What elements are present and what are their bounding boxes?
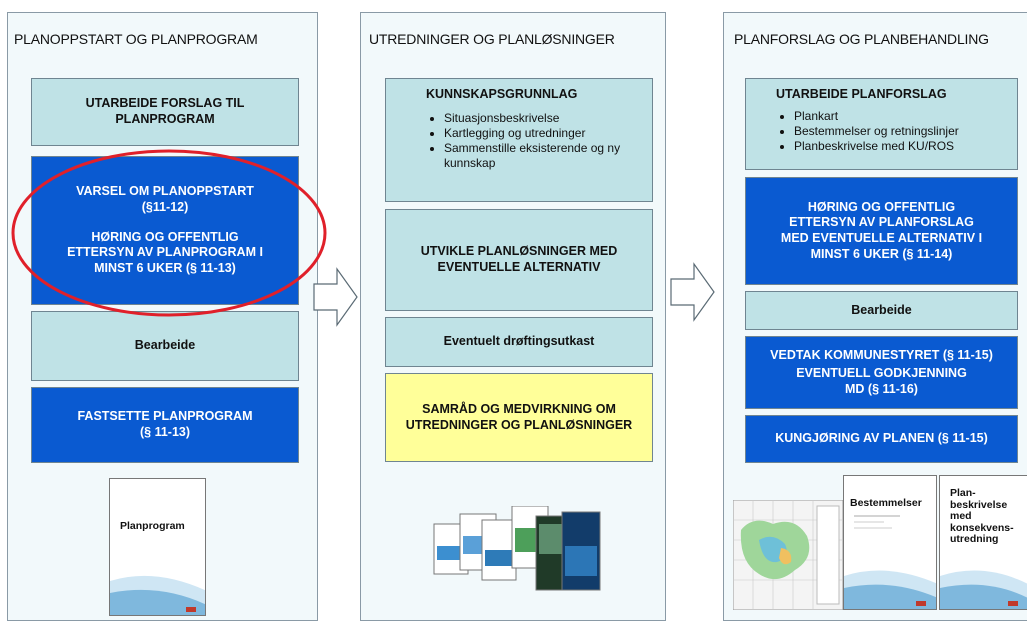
list-item: Plankart xyxy=(794,109,1024,124)
box-heading: KUNNSKAPSGRUNNLAG xyxy=(426,87,578,101)
box-content: UTARBEIDE PLANFORSLAG Plankart Bestemmel… xyxy=(746,79,1024,154)
box-text: UTARBEIDE FORSLAG TIL PLANPROGRAM xyxy=(85,96,245,126)
bestemmelser-document-thumbnail: Bestemmelser xyxy=(843,475,937,610)
box-text: Eventuelt drøftingsutkast xyxy=(443,334,595,349)
column-title: PLANOPPSTART OG PLANPROGRAM xyxy=(14,31,258,47)
plankart-map-thumbnail xyxy=(733,500,843,610)
doc-label: Bestemmelser xyxy=(850,497,922,509)
planprogram-document-thumbnail: Planprogram xyxy=(109,478,206,616)
box-fastsette-planprogram: FASTSETTE PLANPROGRAM (§ 11-13) xyxy=(31,387,299,463)
doc-label: Plan-beskrivelse med konsekvens-utrednin… xyxy=(950,487,1014,546)
box-text-godkjenning: EVENTUELL GODKJENNING MD (§ 11-16) xyxy=(796,366,967,396)
column-title: PLANFORSLAG OG PLANBEHANDLING xyxy=(734,31,989,47)
box-text: KUNGJØRING AV PLANEN (§ 11-15) xyxy=(775,431,988,446)
list-item: Situasjonsbeskrivelse xyxy=(444,111,644,126)
column-title: UTREDNINGER OG PLANLØSNINGER xyxy=(369,31,615,47)
box-content: KUNNSKAPSGRUNNLAG Situasjonsbeskrivelse … xyxy=(386,79,644,171)
box-vedtak: VEDTAK KOMMUNESTYRET (§ 11-15) EVENTUELL… xyxy=(745,336,1018,409)
box-droftingsutkast: Eventuelt drøftingsutkast xyxy=(385,317,653,367)
box-text: SAMRÅD OG MEDVIRKNING OM UTREDNINGER OG … xyxy=(405,401,633,432)
box-utvikle-planlosninger: UTVIKLE PLANLØSNINGER MED EVENTUELLE ALT… xyxy=(385,209,653,311)
box-utarbeide-planforslag: UTARBEIDE PLANFORSLAG Plankart Bestemmel… xyxy=(745,78,1018,170)
box-text: Bearbeide xyxy=(851,302,912,317)
bullet-list: Plankart Bestemmelser og retningslinjer … xyxy=(776,109,1024,154)
box-text-varsel: VARSEL OM PLANOPPSTART xyxy=(76,184,254,199)
arrow-right-icon xyxy=(313,267,358,327)
box-text: Bearbeide xyxy=(134,338,196,353)
box-text: UTVIKLE PLANLØSNINGER MED EVENTUELLE ALT… xyxy=(420,244,618,274)
document-wave-graphic xyxy=(844,515,936,609)
box-bearbeide-2: Bearbeide xyxy=(745,291,1018,330)
box-text: FASTSETTE PLANPROGRAM xyxy=(77,409,253,424)
box-kungjoring: KUNGJØRING AV PLANEN (§ 11-15) xyxy=(745,415,1018,463)
doc-label: Planprogram xyxy=(120,520,185,532)
box-text-varsel-paragraph: (§11-12) xyxy=(141,200,189,215)
box-text-horing: HØRING OG OFFENTLIG ETTERSYN AV PLANPROG… xyxy=(67,229,263,275)
list-item: Bestemmelser og retningslinjer xyxy=(794,124,1024,139)
list-item: Kartlegging og utredninger xyxy=(444,126,644,141)
list-item: Planbeskrivelse med KU/ROS xyxy=(794,139,1024,154)
list-item: Sammenstille eksisterende og ny kunnskap xyxy=(444,141,644,171)
box-utarbeide-planprogram: UTARBEIDE FORSLAG TIL PLANPROGRAM xyxy=(31,78,299,146)
document-wave-graphic xyxy=(110,575,205,615)
box-kunnskapsgrunnlag: KUNNSKAPSGRUNNLAG Situasjonsbeskrivelse … xyxy=(385,78,653,202)
bullet-list: Situasjonsbeskrivelse Kartlegging og utr… xyxy=(426,111,644,171)
box-varsel-horing: VARSEL OM PLANOPPSTART (§11-12) HØRING O… xyxy=(31,156,299,305)
box-bearbeide-1: Bearbeide xyxy=(31,311,299,381)
box-heading: UTARBEIDE PLANFORSLAG xyxy=(776,87,947,101)
box-text-vedtak: VEDTAK KOMMUNESTYRET (§ 11-15) xyxy=(770,347,993,362)
box-text: HØRING OG OFFENTLIG ETTERSYN AV PLANFORS… xyxy=(780,199,983,261)
document-wave-graphic xyxy=(940,570,1027,609)
planbeskrivelse-document-thumbnail: Plan-beskrivelse med konsekvens-utrednin… xyxy=(939,475,1027,610)
box-text-paragraph: (§ 11-13) xyxy=(139,425,191,439)
box-samrad-medvirkning: SAMRÅD OG MEDVIRKNING OM UTREDNINGER OG … xyxy=(385,373,653,462)
box-horing-planforslag: HØRING OG OFFENTLIG ETTERSYN AV PLANFORS… xyxy=(745,177,1018,285)
arrow-right-icon xyxy=(670,262,715,322)
report-thumbnails-image xyxy=(433,506,601,591)
